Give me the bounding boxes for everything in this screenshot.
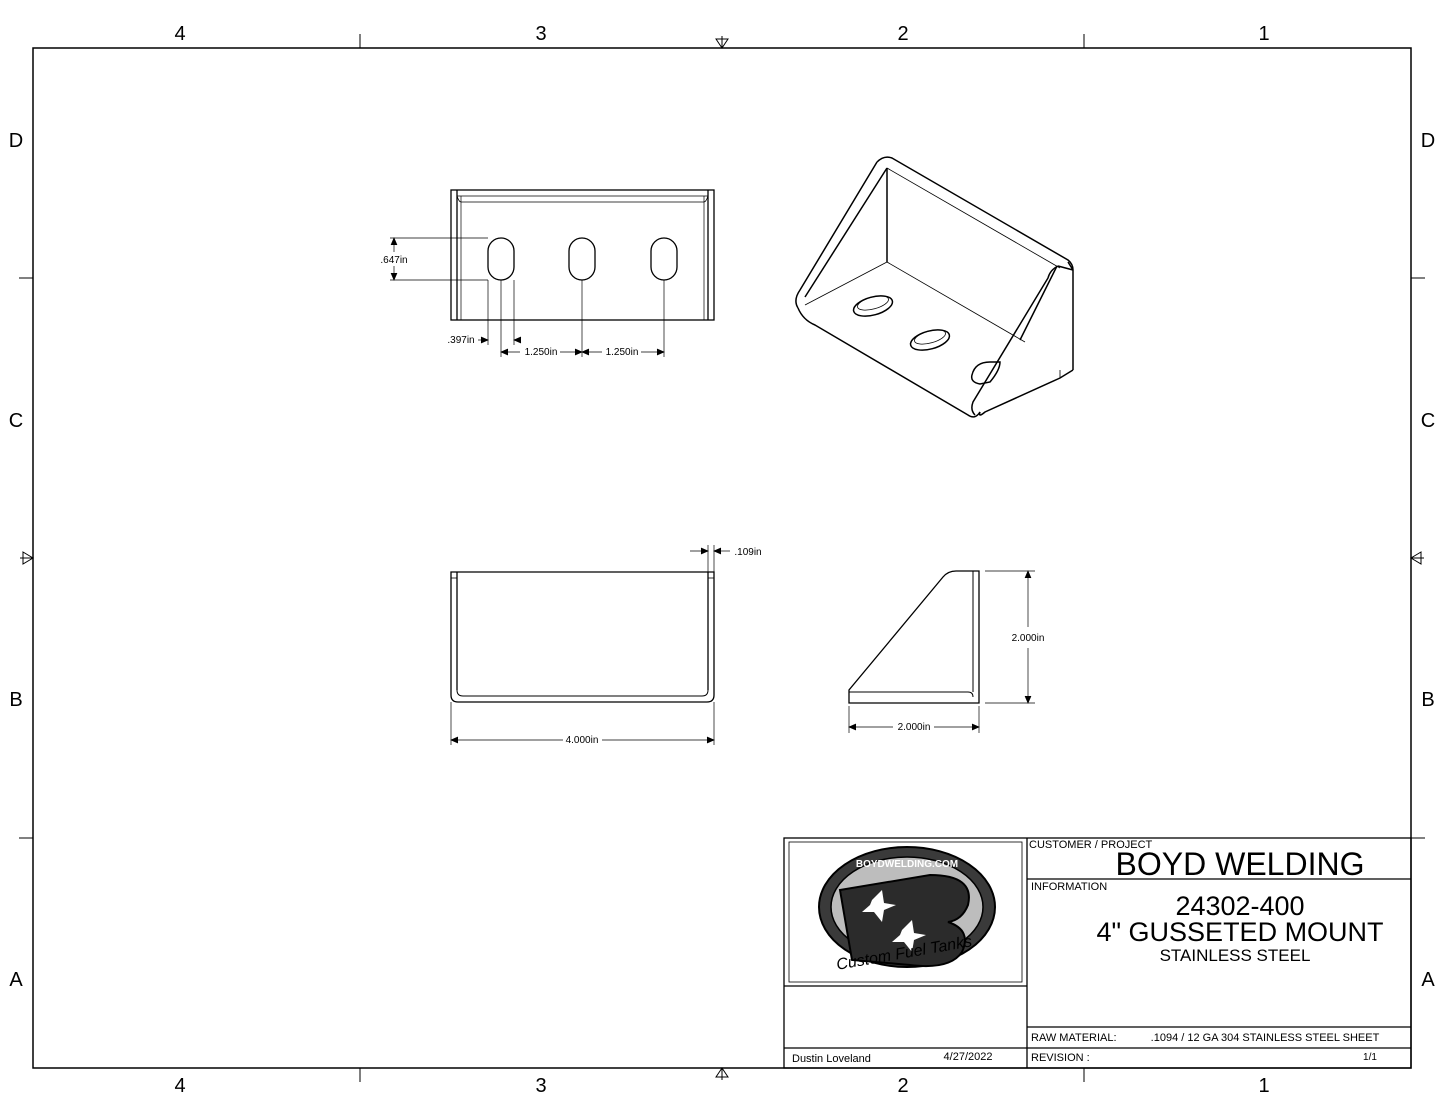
dim-slot-width: .397in xyxy=(447,335,474,346)
zone-row-left-c: C xyxy=(9,410,23,432)
top-view-dimensions xyxy=(390,237,665,357)
customer-label: CUSTOMER / PROJECT xyxy=(1029,839,1153,851)
drawing-date: 4/27/2022 xyxy=(944,1051,993,1063)
zone-col-bottom-4: 4 xyxy=(174,1075,185,1097)
iso-slot-2-inner xyxy=(914,329,946,345)
zone-col-bottom-3: 3 xyxy=(535,1075,546,1097)
front-view xyxy=(450,571,715,703)
raw-material-value: .1094 / 12 GA 304 STAINLESS STEEL SHEET xyxy=(1151,1032,1380,1044)
zone-row-right-d: D xyxy=(1421,130,1435,152)
info-label: INFORMATION xyxy=(1031,881,1107,893)
zone-col-bottom-1: 1 xyxy=(1258,1075,1269,1097)
iso-slot-3 xyxy=(970,361,1001,385)
revision-label: REVISION : xyxy=(1031,1052,1090,1064)
top-view xyxy=(450,189,715,321)
title-block xyxy=(783,837,1412,1069)
drawn-by: Dustin Loveland xyxy=(792,1053,871,1065)
side-view xyxy=(848,570,980,704)
zone-row-right-c: C xyxy=(1421,410,1435,432)
zone-row-left-d: D xyxy=(9,130,23,152)
customer-name: BOYD WELDING xyxy=(1116,846,1365,882)
zone-row-left-a: A xyxy=(9,969,23,991)
isometric-view xyxy=(795,156,1074,418)
centering-arrows xyxy=(20,36,1424,1080)
side-view-dimensions xyxy=(848,570,1035,733)
slot-3 xyxy=(650,237,678,281)
zone-col-top-1: 1 xyxy=(1258,23,1269,45)
iso-slot-1-inner xyxy=(857,295,889,311)
zone-col-top-3: 3 xyxy=(535,23,546,45)
material-short: STAINLESS STEEL xyxy=(1160,946,1311,965)
dim-slot-spacing-1: 1.250in xyxy=(525,347,558,358)
front-view-dimensions xyxy=(450,545,730,745)
slot-2 xyxy=(568,237,596,281)
zone-row-right-b: B xyxy=(1421,689,1434,711)
dim-gusset-height: 2.000in xyxy=(1012,633,1045,644)
dim-gusset-width: 2.000in xyxy=(898,722,931,733)
zone-row-left-b: B xyxy=(9,689,22,711)
boyd-welding-logo: BOYDWELDING.COM Custom Fuel Tanks xyxy=(818,846,996,974)
zone-col-top-2: 2 xyxy=(897,23,908,45)
slot-1 xyxy=(487,237,515,281)
zone-row-right-a: A xyxy=(1421,969,1435,991)
part-name: 4" GUSSETED MOUNT xyxy=(1096,917,1383,947)
dim-slot-height: .647in xyxy=(380,255,407,266)
zone-col-top-4: 4 xyxy=(174,23,185,45)
zone-ticks xyxy=(19,34,1425,1082)
dim-slot-spacing-2: 1.250in xyxy=(606,347,639,358)
sheet-number: 1/1 xyxy=(1363,1052,1377,1063)
dim-length: 4.000in xyxy=(566,735,599,746)
raw-material-label: RAW MATERIAL: xyxy=(1031,1032,1117,1044)
zone-col-bottom-2: 2 xyxy=(897,1075,908,1097)
part-number: 24302-400 xyxy=(1175,891,1304,921)
dim-thickness: .109in xyxy=(734,547,761,558)
logo-top-text: BOYDWELDING.COM xyxy=(856,859,958,870)
